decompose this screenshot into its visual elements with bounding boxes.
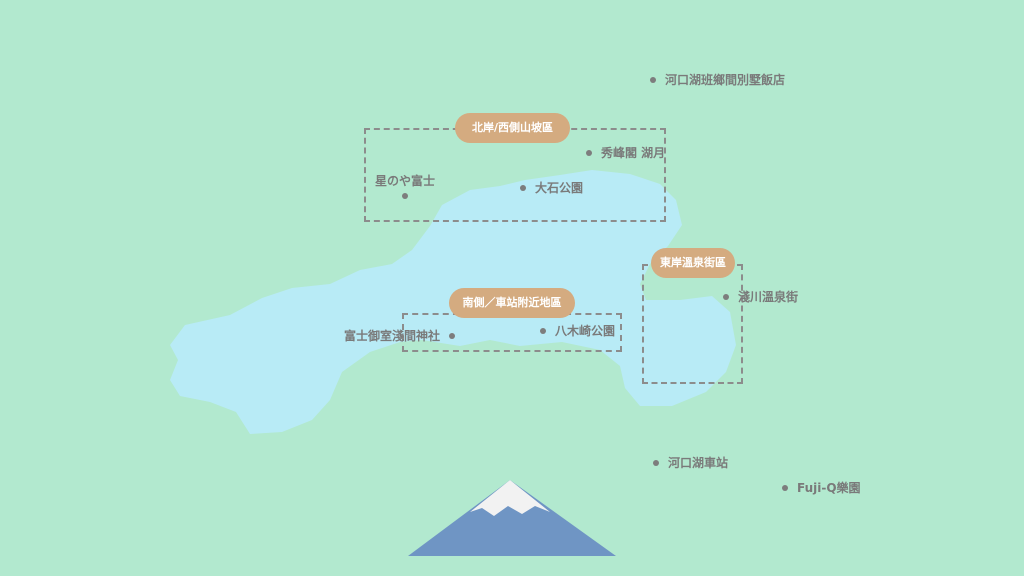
- poi-label: 淺川溫泉街: [738, 290, 799, 304]
- poi-label: 星のや富士: [375, 174, 436, 188]
- poi-label: 秀峰閣 湖月: [601, 146, 666, 160]
- location-dot-icon: [449, 332, 456, 339]
- location-dot-icon: [782, 484, 788, 491]
- poi-oishi-park[interactable]: 大石公園: [520, 179, 583, 196]
- area-badge-east[interactable]: 東岸溫泉街區: [651, 248, 735, 278]
- mount-fuji-icon: [408, 480, 616, 556]
- area-box-east: [642, 264, 743, 384]
- poi-label: 河口湖車站: [668, 456, 729, 470]
- poi-kawaguchiko-station[interactable]: 河口湖車站: [653, 454, 728, 471]
- location-dot-icon: [402, 193, 408, 199]
- poi-hoshinoya-fuji[interactable]: 星のや富士: [375, 172, 435, 199]
- poi-fuji-omuro-sengen-shrine[interactable]: 富士御室淺間神社: [344, 327, 456, 344]
- location-dot-icon: [520, 184, 526, 191]
- area-badge-north[interactable]: 北岸/西側山坡區: [455, 113, 570, 143]
- location-dot-icon: [540, 327, 546, 334]
- location-dot-icon: [653, 459, 659, 466]
- poi-label: 大石公園: [535, 181, 584, 195]
- poi-asakawa-onsen[interactable]: 淺川溫泉街: [723, 288, 798, 305]
- poi-fuji-q-highland[interactable]: Fuji-Q樂園: [782, 479, 861, 496]
- location-dot-icon: [586, 149, 592, 156]
- location-dot-icon: [650, 76, 656, 83]
- poi-yagisaki-park[interactable]: 八木崎公園: [540, 322, 615, 339]
- area-badge-south[interactable]: 南側／車站附近地區: [449, 288, 575, 318]
- poi-shuhokaku-kogetsu[interactable]: 秀峰閣 湖月: [586, 144, 665, 161]
- poi-label: Fuji-Q樂園: [797, 481, 861, 495]
- poi-kawaguchiko-villa-hotel[interactable]: 河口湖班鄉間別墅飯店: [650, 71, 785, 88]
- poi-label: 河口湖班鄉間別墅飯店: [665, 73, 786, 87]
- poi-label: 富士御室淺間神社: [344, 329, 441, 343]
- poi-label: 八木崎公園: [555, 324, 616, 338]
- location-dot-icon: [723, 293, 729, 300]
